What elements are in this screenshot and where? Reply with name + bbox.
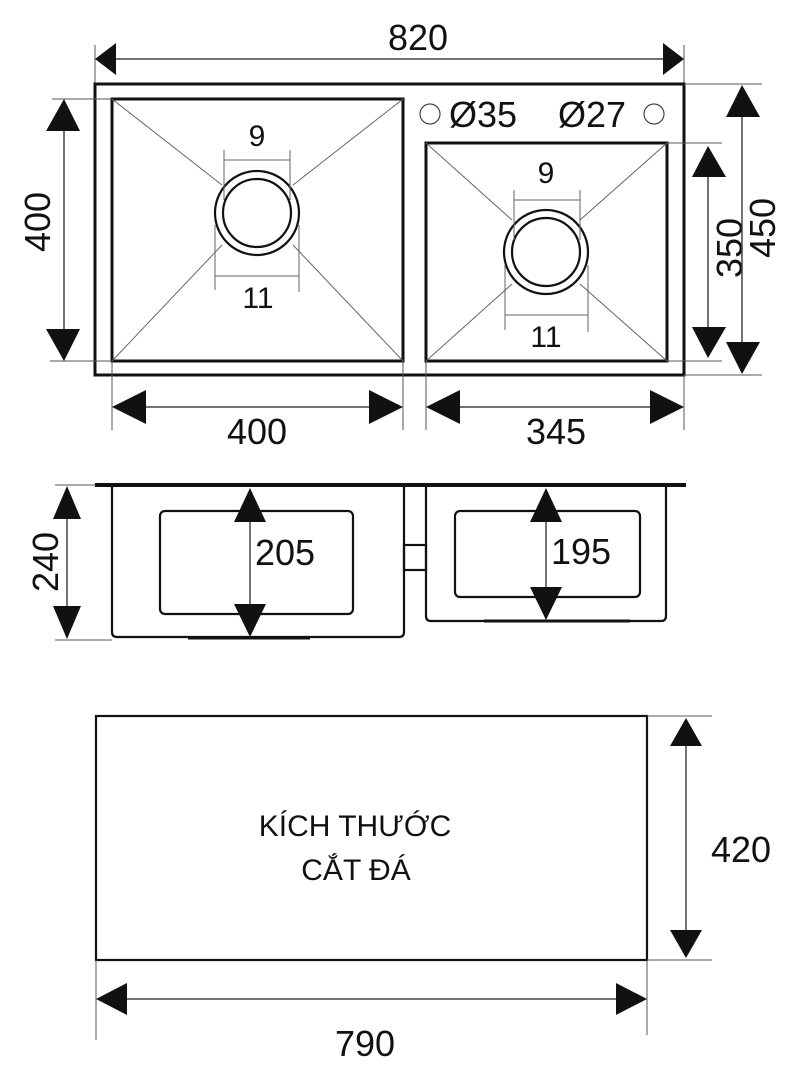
arrow-left-icon [426,390,460,424]
drain-inner-icon [221,177,293,249]
left-bowl-depth-label: 400 [17,192,58,252]
overall-width-label: 820 [388,17,448,58]
overall-height-label: 240 [25,532,66,592]
arrow-up-icon [46,99,80,131]
left-drain-top-label: 9 [249,120,266,153]
right-bowl-depth-front-label: 195 [551,531,611,572]
corner-line [425,283,513,362]
right-drain-bottom-label: 11 [530,321,561,354]
tap-hole-35-label: Ø35 [449,94,517,135]
left-bowl-width-label: 400 [227,411,287,452]
dimension-right-bowl-depth: 350 [667,142,750,362]
dimension-right-bowl-width: 345 [425,361,685,452]
dimension-cutout-height: 420 [647,715,771,961]
arrow-right-icon [616,983,647,1015]
right-bowl-width-label: 345 [526,411,586,452]
arrow-left-icon [96,983,127,1015]
arrow-up-icon [234,488,266,522]
arrow-up-icon [726,85,760,117]
arrow-up-icon [530,488,562,522]
cutout-outline [94,714,649,962]
arrow-down-icon [670,930,702,958]
arrow-up-icon [692,146,726,177]
arrow-right-icon [663,43,684,75]
tap-holes: Ø35 Ø27 [419,94,665,135]
drain-inner-icon [510,216,582,288]
dimension-left-bowl-depth: 400 [17,98,112,362]
dimension-overall-depth: 450 [684,83,783,376]
arrow-down-icon [726,342,760,374]
right-bowl-outline [424,141,669,363]
right-drain-top-label: 9 [538,157,555,190]
overall-depth-label: 450 [742,198,783,258]
arrow-up-icon [53,486,81,519]
left-bowl-outline [110,97,405,363]
dimension-cutout-width: 790 [95,960,648,1064]
arrow-down-icon [530,587,562,620]
arrow-left-icon [95,43,116,75]
corner-line [579,142,668,221]
arrow-down-icon [692,327,726,358]
corner-line [425,142,513,221]
corner-line [292,244,404,362]
corner-line [111,244,223,362]
dimension-left-bowl-width: 400 [111,361,404,452]
corner-line [111,98,223,186]
arrow-right-icon [369,390,403,424]
cutout-height-label: 420 [711,829,771,870]
cutout-width-label: 790 [335,1023,395,1064]
left-bowl-top: 9 11 [110,97,405,363]
arrow-down-icon [46,329,80,361]
corner-line [292,98,404,186]
left-bowl-depth-front-label: 205 [255,532,315,573]
arrow-left-icon [112,390,146,424]
cutout-title-line2: CẮT ĐÁ [301,853,410,887]
dimension-overall-height: 240 [25,484,112,641]
right-bowl-inner [453,509,642,599]
left-drain-bottom-label: 11 [242,282,273,315]
arrow-down-icon [234,604,266,637]
drain-outer-icon [502,208,590,296]
right-bowl-top: 9 11 [424,141,669,363]
cutout-title-line1: KÍCH THƯỚC [259,810,451,843]
dimension-overall-width: 820 [94,17,685,85]
right-bowl-depth-label: 350 [709,218,750,278]
sink-rim-outline [93,82,686,377]
front-view: 240 205 195 [25,483,686,641]
cutout-view: KÍCH THƯỚC CẮT ĐÁ 420 790 [94,714,771,1064]
corner-line [579,283,668,362]
bowl-connector [402,543,428,572]
arrow-down-icon [53,606,81,639]
top-view: 820 9 11 [17,17,783,452]
tap-hole-27-label: Ø27 [558,94,626,135]
arrow-up-icon [670,718,702,746]
dimension-left-bowl-depth: 205 [234,488,315,637]
tap-hole-icon [419,103,441,125]
drain-outer-icon [213,169,301,257]
arrow-right-icon [650,390,684,424]
tap-hole-icon [643,103,665,125]
dimension-right-bowl-depth: 195 [530,488,611,620]
